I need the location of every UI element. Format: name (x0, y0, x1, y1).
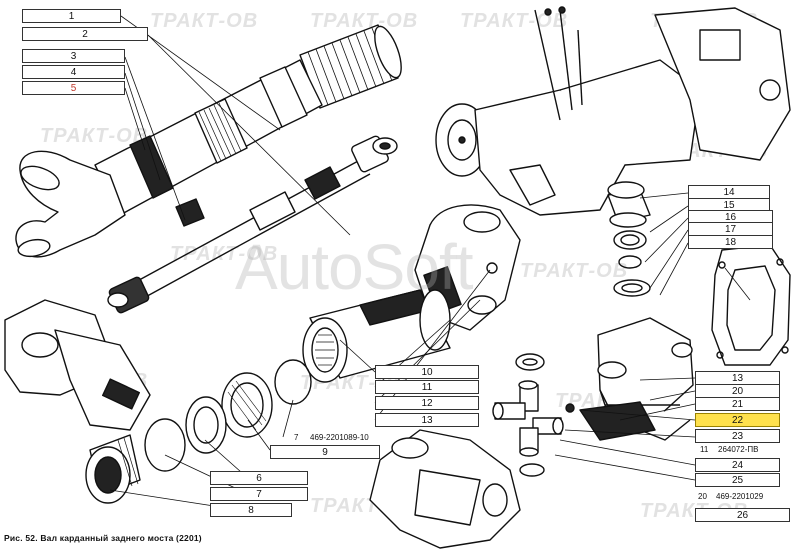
watermark: ТРАКТ-ОВ (310, 10, 419, 32)
callout-label-14: 14 (688, 185, 770, 199)
bushing (85, 434, 141, 504)
retainer-ring (618, 255, 642, 269)
center-watermark: AutoSoft (235, 231, 473, 303)
callout-label-1: 1 (22, 9, 121, 23)
callout-label-25: 25 (695, 473, 780, 487)
retainer-ring (144, 418, 186, 472)
callout-label-5: 5 (22, 81, 125, 95)
watermark: ТРАКТ-ОВ (150, 10, 259, 32)
seal-ring (620, 234, 640, 246)
callout-label-21: 21 (695, 397, 780, 411)
callout-label-23: 23 (695, 429, 780, 443)
item-number-20: 20 (698, 492, 707, 501)
callout-label-10: 10 (375, 365, 479, 379)
callout-label-22: 22 (695, 413, 780, 427)
item-number-11: 11 (700, 445, 709, 454)
callout-label-20: 20 (695, 384, 780, 398)
seal-ring (221, 372, 273, 438)
dust-ring (185, 396, 227, 454)
callout-label-11: 11 (375, 380, 479, 394)
bearing-cup (607, 181, 651, 228)
callout-label-4: 4 (22, 65, 125, 79)
callout-label-18: 18 (688, 235, 773, 249)
watermark: ТРАКТ-ОВ (460, 10, 569, 32)
part-ref-7: 469-2201089-10 (310, 433, 369, 442)
cross-spider (492, 353, 575, 477)
callout-label-7: 7 (210, 487, 308, 501)
callout-label-9: 9 (270, 445, 380, 459)
transfer-case (435, 6, 791, 216)
watermark: ТРАКТ-ОВ (520, 260, 629, 282)
watermark: ТРАКТ-ОВ (40, 125, 149, 147)
callout-label-17: 17 (688, 222, 773, 236)
propeller-shaft (107, 135, 398, 314)
item-number-7: 7 (294, 433, 299, 442)
callout-label-12: 12 (375, 396, 479, 410)
callout-label-13: 13 (375, 413, 479, 427)
washer (621, 283, 643, 293)
end-yoke (369, 429, 521, 549)
part-ref-11: 264072-ПВ (718, 445, 759, 454)
flange-gasket (711, 244, 791, 366)
callout-label-24: 24 (695, 458, 780, 472)
splined-shaft (15, 24, 402, 258)
callout-label-6: 6 (210, 471, 308, 485)
bearing-housing (4, 299, 151, 431)
callout-label-8: 8 (210, 503, 292, 517)
lock-ring (274, 359, 312, 405)
part-ref-20: 469-2201029 (716, 492, 764, 501)
callout-label-2: 2 (22, 27, 148, 41)
callout-label-13-right: 13 (695, 371, 780, 385)
figure-caption: Рис. 52. Вал карданный заднего моста (22… (4, 533, 202, 543)
callout-label-26: 26 (695, 508, 790, 522)
callout-label-3: 3 (22, 49, 125, 63)
